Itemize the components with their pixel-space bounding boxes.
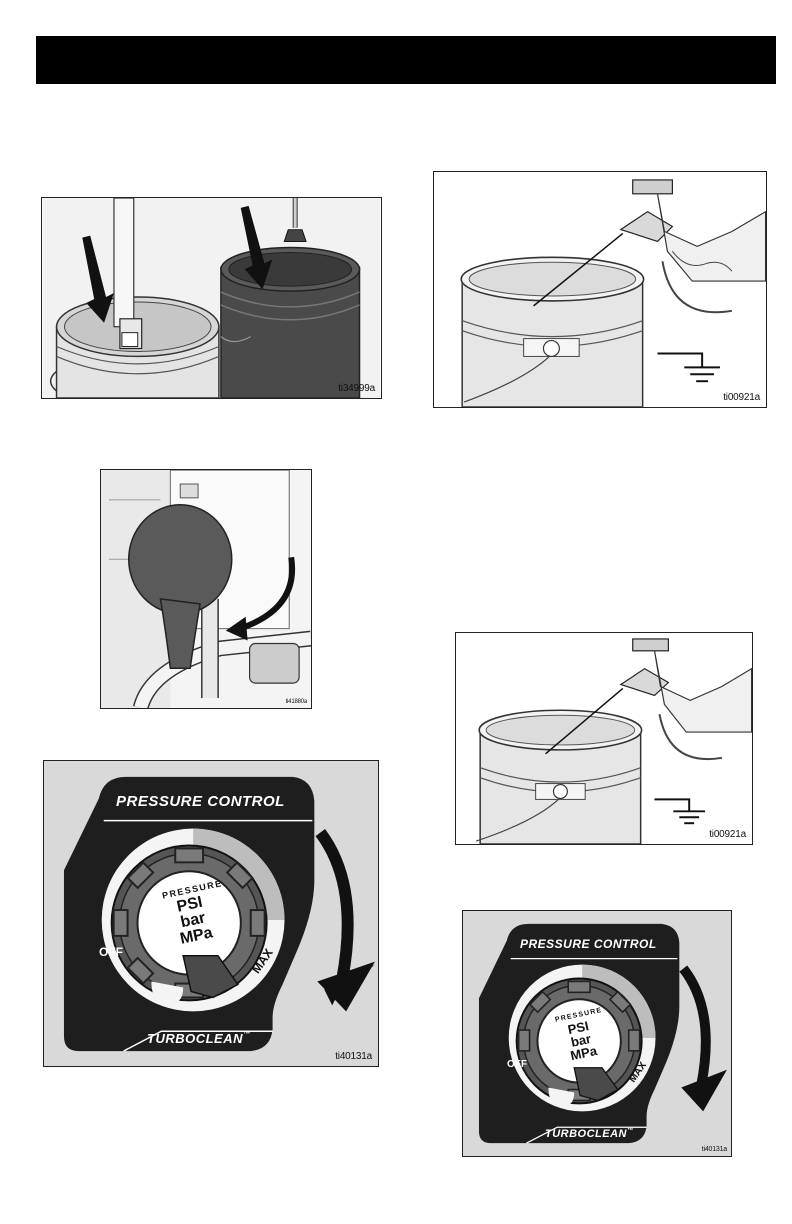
pressure-control-title: PRESSURE CONTROL xyxy=(116,793,285,810)
figure-id: ti40131a xyxy=(335,1051,372,1062)
trademark: ™ xyxy=(627,1128,634,1134)
figure-id: ti00921a xyxy=(723,392,760,403)
figure-id: ti41880a xyxy=(286,699,307,705)
gun-pail-illustration xyxy=(456,633,752,844)
section-header-bar xyxy=(36,36,776,84)
figure-pressure-control-large: PRESSURE CONTROL OFF MAX PRESSURE PSI ba… xyxy=(43,760,379,1067)
figure-gun-pail-top: ti00921a xyxy=(433,171,767,408)
figure-gun-pail-bottom: ti00921a xyxy=(455,632,753,845)
prime-valve-illustration xyxy=(101,470,311,708)
off-label: OFF xyxy=(507,1059,527,1070)
buckets-illustration xyxy=(42,198,381,398)
figure-prime-valve: ti41880a xyxy=(100,469,312,709)
turboclean-brand: TURBOCLEAN™ xyxy=(147,1031,251,1046)
gun-pail-illustration xyxy=(434,172,766,407)
trademark: ™ xyxy=(243,1031,251,1038)
figure-id: ti40131a xyxy=(702,1146,727,1153)
figure-buckets: ti34999a xyxy=(41,197,382,399)
figure-id: ti00921a xyxy=(709,829,746,840)
off-label: OFF xyxy=(99,945,123,959)
pressure-control-title: PRESSURE CONTROL xyxy=(520,937,657,951)
figure-pressure-control-small: PRESSURE CONTROL OFF MAX PRESSURE PSI ba… xyxy=(462,910,732,1157)
figure-id: ti34999a xyxy=(338,383,375,394)
turboclean-brand: TURBOCLEAN™ xyxy=(545,1128,634,1140)
